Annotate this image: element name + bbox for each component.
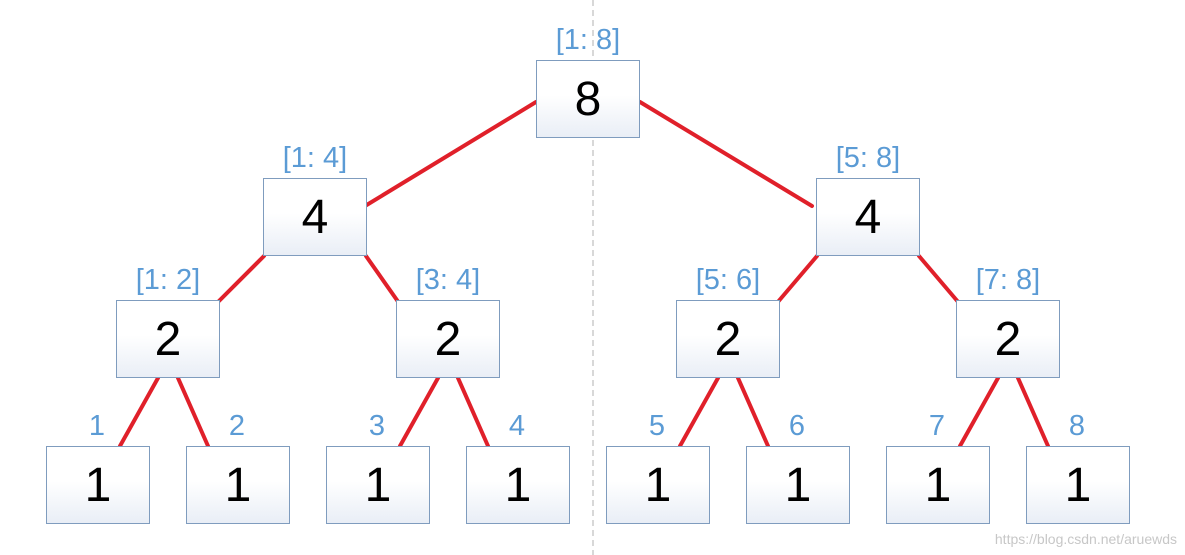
tree-node-ll: 2 [116, 300, 220, 378]
node-range-label: 7 [928, 410, 946, 442]
node-value: 2 [154, 312, 182, 366]
tree-node-rl: 2 [676, 300, 780, 378]
node-range-label: 2 [228, 410, 246, 442]
tree-node-root: 8 [536, 60, 640, 138]
tree-edge-rl-leaf6 [736, 376, 770, 448]
tree-edge-root-l [363, 100, 538, 208]
node-value: 1 [644, 458, 672, 512]
node-value: 1 [1064, 458, 1092, 512]
node-value: 2 [994, 312, 1022, 366]
node-value: 4 [301, 190, 329, 244]
tree-node-leaf5: 1 [606, 446, 710, 524]
node-value: 1 [84, 458, 112, 512]
node-range-label: [1: 2] [135, 264, 201, 296]
tree-node-r: 4 [816, 178, 920, 256]
node-range-label: 5 [648, 410, 666, 442]
tree-edge-rl-leaf5 [678, 376, 720, 448]
node-value: 8 [574, 72, 602, 126]
node-value: 1 [224, 458, 252, 512]
node-range-label: [7: 8] [975, 264, 1041, 296]
tree-edge-ll-leaf1 [118, 376, 160, 448]
watermark: https://blog.csdn.net/aruewds [994, 531, 1177, 547]
node-range-label: 8 [1068, 410, 1086, 442]
tree-edge-rr-leaf7 [958, 376, 1000, 448]
tree-edge-lr-leaf4 [456, 376, 490, 448]
tree-edge-rr-leaf8 [1016, 376, 1050, 448]
node-value: 1 [364, 458, 392, 512]
tree-node-lr: 2 [396, 300, 500, 378]
tree-edge-l-ll [215, 254, 266, 305]
tree-node-leaf7: 1 [886, 446, 990, 524]
tree-node-leaf3: 1 [326, 446, 430, 524]
tree-edge-r-rr [917, 254, 961, 305]
tree-edge-lr-leaf3 [398, 376, 440, 448]
tree-node-leaf6: 1 [746, 446, 850, 524]
node-range-label: 1 [88, 410, 106, 442]
node-value: 1 [924, 458, 952, 512]
node-range-label: [5: 8] [835, 142, 901, 174]
node-range-label: [1: 4] [282, 142, 348, 174]
node-value: 1 [784, 458, 812, 512]
tree-node-leaf1: 1 [46, 446, 150, 524]
tree-node-leaf2: 1 [186, 446, 290, 524]
tree-edge-ll-leaf2 [176, 376, 210, 448]
node-value: 2 [434, 312, 462, 366]
node-range-label: 6 [788, 410, 806, 442]
node-value: 4 [854, 190, 882, 244]
tree-edge-l-lr [364, 254, 401, 305]
tree-node-leaf8: 1 [1026, 446, 1130, 524]
node-range-label: 3 [368, 410, 386, 442]
tree-node-leaf4: 1 [466, 446, 570, 524]
node-range-label: [1: 8] [555, 24, 621, 56]
tree-node-l: 4 [263, 178, 367, 256]
node-range-label: [3: 4] [415, 264, 481, 296]
tree-edge-r-rl [775, 254, 819, 305]
tree-edge-root-r [638, 100, 814, 208]
node-value: 1 [504, 458, 532, 512]
node-value: 2 [714, 312, 742, 366]
node-range-label: [5: 6] [695, 264, 761, 296]
tree-node-rr: 2 [956, 300, 1060, 378]
node-range-label: 4 [508, 410, 526, 442]
